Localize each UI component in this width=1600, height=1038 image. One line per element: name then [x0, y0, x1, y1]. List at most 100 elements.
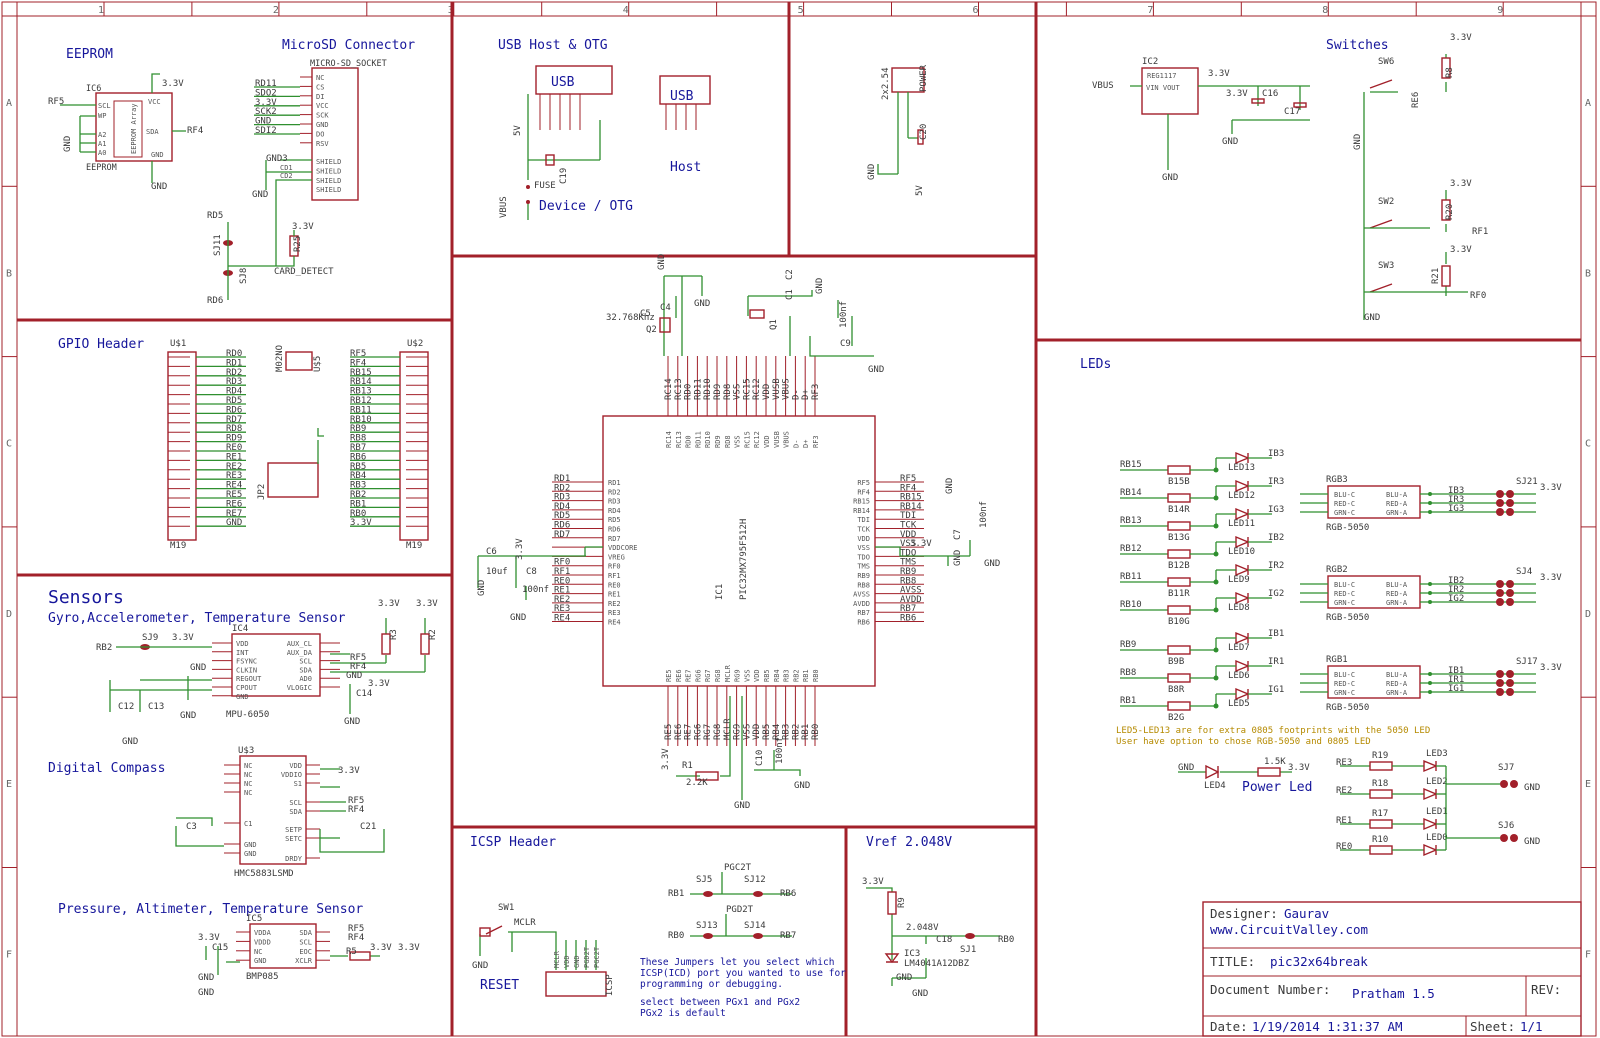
- crystal-label: 32.768Khz: [606, 313, 655, 323]
- rgb-3v3: 3.3V: [1540, 483, 1562, 493]
- pic-net-bottom: VSS: [742, 724, 752, 740]
- rgb-pin-right: GRN-A: [1386, 599, 1408, 607]
- led-net-label: RB8: [1120, 668, 1136, 678]
- rgb-pin-left: BLU-C: [1334, 671, 1355, 679]
- pic-name: PIC32MX795F512H: [739, 519, 749, 600]
- icsp-pin-label: GND: [573, 955, 581, 968]
- led-label: LED13: [1228, 463, 1255, 473]
- pic-pin-left: RD2: [608, 488, 621, 496]
- sheet-label: Sheet:: [1470, 1019, 1515, 1034]
- hmc-3v3: 3.3V: [338, 766, 360, 776]
- mpu-pin-right: VLOGIC: [287, 684, 312, 692]
- bmp-gnd2: GND: [198, 988, 214, 998]
- mpu-gnd: GND: [190, 663, 206, 673]
- power-led-label: Power Led: [1242, 780, 1312, 795]
- mpu-pin-left: INT: [236, 649, 249, 657]
- m02-label: M02NO: [275, 345, 285, 372]
- header-net-label: RD1: [226, 358, 242, 368]
- usb-title: USB Host & OTG: [498, 38, 608, 53]
- r20-label: R20: [1445, 204, 1455, 220]
- pic-pin-right: VDD: [857, 535, 870, 543]
- pl-res: 1.5K: [1264, 757, 1286, 767]
- pin-gnd: GND: [151, 151, 164, 159]
- c21-label: C21: [360, 822, 376, 832]
- sheet-value: 1/1: [1520, 1019, 1543, 1034]
- c7-label: C7: [953, 529, 963, 540]
- sw3-label: SW3: [1378, 261, 1394, 271]
- c7-gnd2: GND: [984, 559, 1000, 569]
- hmc-rf5: RF5: [348, 796, 364, 806]
- pic-net-top: RD10: [703, 378, 713, 400]
- c5-label: C5: [640, 309, 651, 319]
- column-number: 1: [98, 5, 104, 16]
- u2-name: M19: [406, 541, 422, 551]
- reg-gnd2: GND: [1162, 173, 1178, 183]
- pic-net-bottom: RG6: [693, 724, 703, 740]
- sd-net-label: RD11: [255, 79, 277, 89]
- mpu-ad0-gnd: GND: [346, 671, 362, 681]
- net-rb7: RB7: [780, 931, 796, 941]
- c8-label: C8: [526, 567, 537, 577]
- bmp-ic5: IC5: [246, 914, 262, 924]
- rgb-pin-right: GRN-A: [1386, 689, 1408, 697]
- gpio-title: GPIO Header: [58, 337, 144, 352]
- mpu-rf4: RF4: [350, 662, 366, 672]
- pic-net-left: RE2: [554, 595, 570, 605]
- reg-gnd: GND: [1222, 137, 1238, 147]
- pic-pin-top: VSS: [734, 435, 742, 448]
- sd-cd-pin: CD1: [280, 164, 293, 172]
- net-rf4: RF4: [187, 126, 203, 136]
- rgb-gate: IG1: [1448, 684, 1464, 694]
- sd-pin-name: RSV: [316, 140, 329, 148]
- eeprom-ic6: IC6 EEPROM EEPROM Array SCL WP A2 A1 A0 …: [48, 73, 203, 192]
- pic-pin-bottom: RE5: [665, 669, 673, 682]
- pic-net-bottom: MCLR: [723, 718, 733, 740]
- led-gate-label: IG3: [1268, 505, 1284, 515]
- sw-3v3-b: 3.3V: [1450, 179, 1472, 189]
- vref-title: Vref 2.048V: [866, 835, 952, 850]
- sj11-label: SJ11: [213, 234, 223, 256]
- u1-name: M19: [170, 541, 186, 551]
- header-net-label: RE6: [226, 499, 242, 509]
- vref-rb0: RB0: [998, 935, 1014, 945]
- header-net-label: RB6: [350, 452, 366, 462]
- jumper-jp2: JP2: [257, 428, 324, 500]
- designer-label: Designer:: [1210, 906, 1278, 921]
- pic-net-left: RE1: [554, 586, 570, 596]
- hmc-pin-right: SETC: [285, 835, 302, 843]
- c10-gnd: GND: [794, 781, 810, 791]
- led-label: LED9: [1228, 575, 1250, 585]
- icsp-pin-label: PGC2T: [593, 946, 601, 968]
- usb-host-otg: USB USB 5V FUSE VBUS C19 Device / OTG Ho…: [499, 65, 711, 220]
- rgb-gate: IG3: [1448, 504, 1464, 514]
- pin-a1: A1: [98, 140, 106, 148]
- sj13-label: SJ13: [696, 921, 718, 931]
- header-net-label: RB8: [350, 434, 366, 444]
- header-net-label: RE4: [226, 481, 242, 491]
- pic-pin-top: VDD: [763, 435, 771, 448]
- pic-pin-top: VBUS: [783, 431, 791, 448]
- bmp-pin-left: VDDD: [254, 938, 271, 946]
- pic-net-left: RE4: [554, 614, 570, 624]
- r2-3v3: 3.3V: [416, 599, 438, 609]
- v2048-label: 2.048V: [906, 923, 939, 933]
- indicator-net: RE1: [1336, 816, 1352, 826]
- pic-net-top: RF3: [811, 384, 821, 400]
- designer-value: Gaurav: [1284, 906, 1329, 921]
- rgb-gate: IB3: [1448, 486, 1464, 496]
- compass-hmc5883: U$3 HMC5883LSMD NCNCNCNCC1GNDGNDVDDVDDIO…: [175, 746, 385, 879]
- pic-pin-right: AVSS: [853, 591, 870, 599]
- pic-net-right: TDO: [900, 548, 916, 558]
- pic-pin-left: RD3: [608, 498, 621, 506]
- led-resistor-label: B12B: [1168, 561, 1190, 571]
- header-net-label: RE7: [226, 509, 242, 519]
- pic-pin-top: RC12: [753, 431, 761, 448]
- pic-net-top: VSS: [733, 384, 743, 400]
- pic-net-bottom: RB2: [791, 724, 801, 740]
- rgb-gate: IR2: [1448, 585, 1464, 595]
- hmc-pin-left: GND: [244, 850, 257, 858]
- led-note-1: LED5-LED13 are for extra 0805 footprints…: [1116, 726, 1430, 736]
- mpu-pin-right: AUX_DA: [287, 649, 313, 657]
- pic-net-top: RD0: [684, 384, 694, 400]
